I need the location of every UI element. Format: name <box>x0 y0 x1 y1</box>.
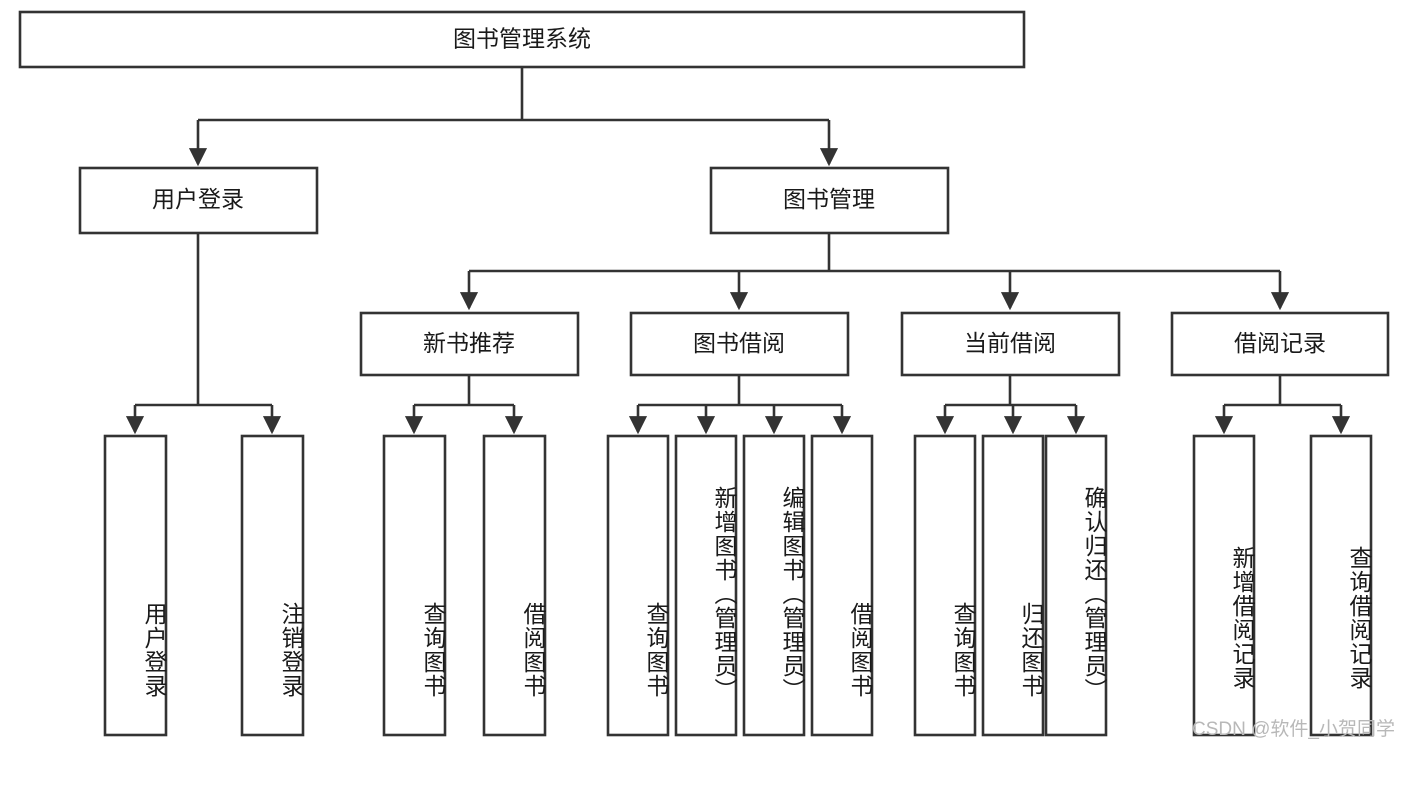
leaf-box-6[interactable] <box>742 434 806 737</box>
node-book-borrow-label: 图书借阅 <box>693 330 785 356</box>
leaf-box-0[interactable] <box>103 434 168 737</box>
leaf-box-10[interactable] <box>1044 434 1108 737</box>
node-book-manage-label: 图书管理 <box>783 186 875 212</box>
node-current-borrow-label: 当前借阅 <box>964 330 1056 356</box>
leaf-box-9[interactable] <box>981 434 1045 737</box>
edge-group-borrow-record <box>1214 375 1351 435</box>
leaf-box-2[interactable] <box>382 434 447 737</box>
leaf-box-11[interactable] <box>1192 434 1256 737</box>
node-user-login-box[interactable] <box>78 166 319 235</box>
node-current-borrow[interactable]: 当前借阅 <box>900 311 1121 377</box>
edge-group-book-manage <box>459 233 1290 311</box>
edge-group-user-login <box>125 233 282 435</box>
leaf-box-8[interactable] <box>913 434 977 737</box>
leaf-box-3[interactable] <box>482 434 547 737</box>
leaf-box-7[interactable] <box>810 434 874 737</box>
node-current-borrow-box[interactable] <box>900 311 1121 377</box>
leaf-box-4[interactable] <box>606 434 670 737</box>
node-root-label: 图书管理系统 <box>453 26 591 52</box>
node-book-borrow-box[interactable] <box>629 311 850 377</box>
node-borrow-record-label: 借阅记录 <box>1234 330 1326 356</box>
node-new-book-rec[interactable]: 新书推荐 <box>359 311 580 377</box>
node-user-login[interactable]: 用户登录 <box>78 166 319 235</box>
leaf-box-12[interactable] <box>1309 434 1373 737</box>
node-new-book-rec-label: 新书推荐 <box>423 330 515 356</box>
edge-group-current-borrow <box>935 375 1086 435</box>
leaf-boxes <box>103 434 1373 737</box>
tree-canvas: 图书管理系统 用户登录 图书管理 新书推荐 图书借阅 当前借阅 借阅记录 <box>18 10 1390 737</box>
node-borrow-record-box[interactable] <box>1170 311 1390 377</box>
node-root-box[interactable] <box>18 10 1026 69</box>
node-user-login-label: 用户登录 <box>152 186 244 212</box>
node-book-borrow[interactable]: 图书借阅 <box>629 311 850 377</box>
node-book-manage[interactable]: 图书管理 <box>709 166 950 235</box>
edge-group-root <box>188 67 839 167</box>
node-book-manage-box[interactable] <box>709 166 950 235</box>
functional-structure-diagram: 图书管理系统 用户登录 图书管理 新书推荐 图书借阅 当前借阅 借阅记录 <box>18 10 1395 740</box>
csdn-watermark: CSDN @软件_小贺同学 <box>1192 719 1395 740</box>
leaf-box-5[interactable] <box>674 434 738 737</box>
edge-group-new-book-rec <box>404 375 524 435</box>
edge-group-book-borrow <box>628 375 852 435</box>
node-new-book-rec-box[interactable] <box>359 311 580 377</box>
node-borrow-record[interactable]: 借阅记录 <box>1170 311 1390 377</box>
node-root[interactable]: 图书管理系统 <box>18 10 1026 69</box>
leaf-box-1[interactable] <box>240 434 305 737</box>
